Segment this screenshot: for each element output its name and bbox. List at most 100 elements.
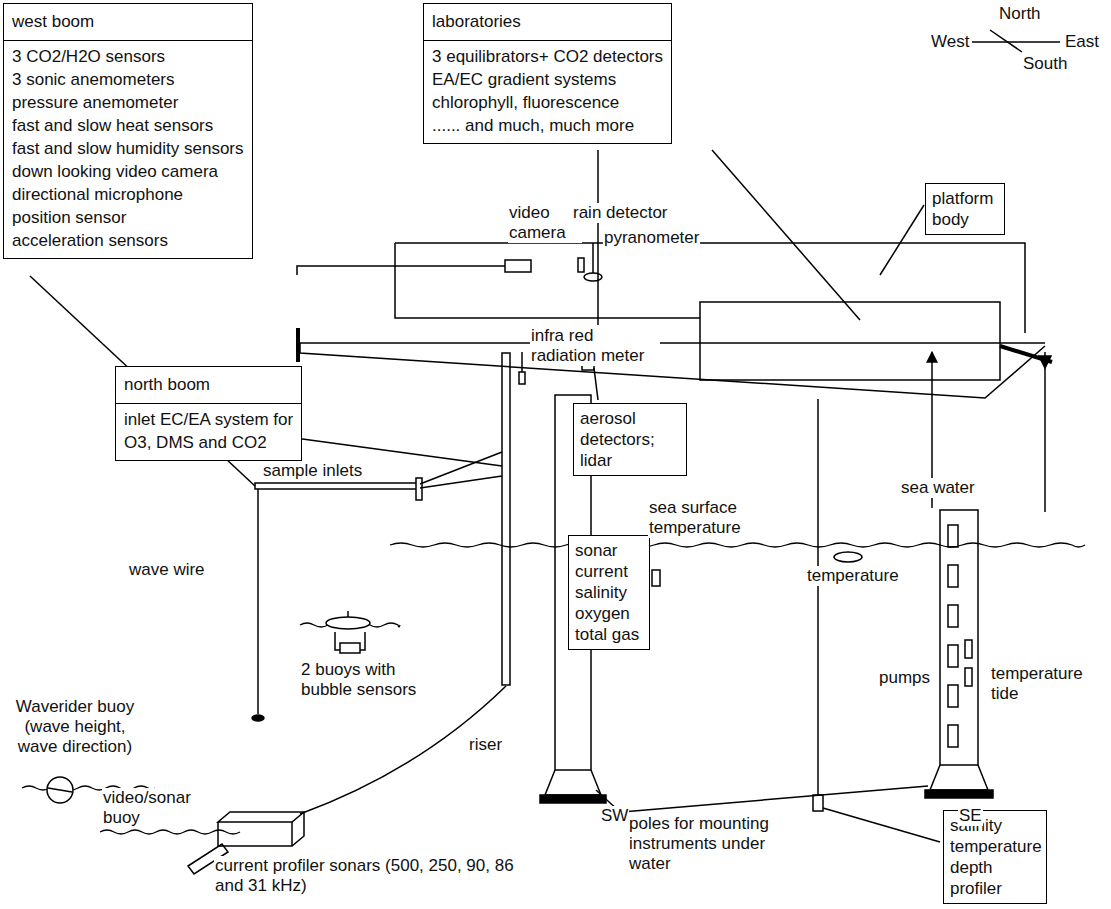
list-item: 3 sonic anemometers <box>12 68 244 91</box>
part-label: West <box>930 32 970 52</box>
callout-box: aerosol detectors; lidar <box>573 403 687 476</box>
lab-list-box: laboratories3 equilibrators+ CO2 detecto… <box>423 3 672 144</box>
bubble-buoys-part <box>326 617 370 629</box>
part-label: temperature tide <box>990 664 1092 704</box>
list-item: fast and slow heat sensors <box>12 114 244 137</box>
waverider-buoy <box>47 777 73 803</box>
part-label: video camera <box>508 203 582 243</box>
se-leg-part <box>948 605 958 627</box>
sensors-in-water-part <box>834 552 862 562</box>
current-profiler-sonars-part <box>218 812 304 846</box>
boom-list-box: west boom3 CO2/H2O sensors3 sonic anemom… <box>3 3 253 259</box>
leader-lines-part <box>594 368 598 400</box>
wave-wire-part <box>257 489 259 714</box>
part-label: video/sonar buoy <box>102 788 204 828</box>
box-label: sonar current salinity oxygen total gas <box>569 536 649 649</box>
se-leg-part <box>965 668 972 686</box>
box-heading: north boom <box>116 367 301 404</box>
list-item: chlorophyll, fluorescence <box>432 91 663 114</box>
part-label: temperature <box>806 566 900 586</box>
leader-lines <box>519 150 928 812</box>
bubble-buoys-part <box>347 611 349 617</box>
platform-body-outline <box>298 243 1052 398</box>
current-profiler-sonars-part <box>218 812 304 822</box>
current-profiler-sonars-part <box>291 822 293 846</box>
part-label: SW <box>600 806 629 826</box>
roof-instruments <box>297 243 602 281</box>
se-leg-part <box>948 525 958 547</box>
sensors-in-water-part <box>823 808 940 842</box>
part-label: rain detector <box>572 203 669 223</box>
compass-part <box>972 41 1060 43</box>
part-label: South <box>1022 54 1068 74</box>
sw-leg-part <box>540 795 606 803</box>
booms-and-inlets <box>30 276 502 500</box>
riser-pole-part <box>502 353 510 685</box>
sensors-in-water-part <box>813 795 823 811</box>
sensors-in-water-part <box>817 399 819 795</box>
roof-instruments-part <box>578 258 584 272</box>
booms-and-inlets-part <box>416 478 422 500</box>
sensors-in-water <box>652 399 940 842</box>
booms-and-inlets-part <box>420 476 502 488</box>
se-leg-part <box>940 510 978 765</box>
list-item: 3 CO2/H2O sensors <box>12 45 244 68</box>
part-label: pyranometer <box>603 228 700 248</box>
box-body: 3 CO2/H2O sensors3 sonic anemometerspres… <box>4 41 252 258</box>
bubble-buoys-part <box>340 643 360 653</box>
list-item: 3 equilibrators+ CO2 detectors <box>432 45 663 68</box>
platform-body-outline-part <box>300 342 1045 344</box>
wave-wire <box>252 489 264 721</box>
wave-wire-part <box>252 715 264 721</box>
sw-leg-part <box>545 770 601 795</box>
callout-box: sonar current salinity oxygen total gas <box>568 535 650 650</box>
water-surface-line <box>100 830 240 834</box>
list-item: inlet EC/EA system for <box>124 408 293 431</box>
booms-and-inlets-part <box>255 483 420 489</box>
part-label: wave wire <box>128 560 206 580</box>
box-label: aerosol detectors; lidar <box>574 404 686 475</box>
roof-instruments-part <box>505 260 531 272</box>
platform-body-outline-part <box>395 243 700 318</box>
se-leg-part <box>965 640 972 658</box>
list-item: pressure anemometer <box>12 91 244 114</box>
water-surface-line <box>390 543 1085 547</box>
leader-lines-part <box>597 150 599 325</box>
riser-pole <box>502 353 510 685</box>
sea-water-pipes-part <box>1044 352 1046 512</box>
callout-box: platform body <box>925 183 1005 235</box>
box-body: inlet EC/EA system forO3, DMS and CO2 <box>116 404 301 460</box>
se-leg-part <box>948 565 958 587</box>
part-label: sample inlets <box>262 461 363 481</box>
part-label: pumps <box>878 668 931 688</box>
part-label: riser <box>468 735 503 755</box>
waverider-buoy-part <box>48 788 72 792</box>
se-leg-part <box>925 790 993 798</box>
part-label: poles for mounting instruments under wat… <box>628 814 792 874</box>
part-label: sea surface temperature <box>648 498 765 538</box>
box-heading: laboratories <box>424 4 671 41</box>
list-item: O3, DMS and CO2 <box>124 431 293 454</box>
part-label: current profiler sonars (500, 250, 90, 8… <box>214 856 516 896</box>
box-body: 3 equilibrators+ CO2 detectorsEA/EC grad… <box>424 41 671 143</box>
boom-list-box: north boominlet EC/EA system forO3, DMS … <box>115 366 302 461</box>
se-leg-part <box>948 645 958 667</box>
platform-body-outline-part <box>300 343 1045 398</box>
roof-instruments-part <box>584 273 602 281</box>
se-leg-part <box>948 685 958 707</box>
waverider-buoy-part <box>47 777 73 803</box>
leader-lines-part <box>521 352 523 372</box>
bubble-buoys <box>326 611 370 653</box>
part-label: 2 buoys with bubble sensors <box>300 660 437 700</box>
list-item: acceleration sensors <box>12 229 244 252</box>
platform-body-outline-part <box>395 243 1025 333</box>
list-item: position sensor <box>12 206 244 229</box>
platform-body-outline-part <box>296 328 300 362</box>
box-heading: west boom <box>4 4 252 41</box>
compass-part <box>990 30 1022 52</box>
sea-water-pipes-part <box>1039 356 1051 368</box>
sea-surface <box>22 543 1085 834</box>
roof-instruments-part <box>297 266 505 275</box>
list-item: EA/EC gradient systems <box>432 68 663 91</box>
